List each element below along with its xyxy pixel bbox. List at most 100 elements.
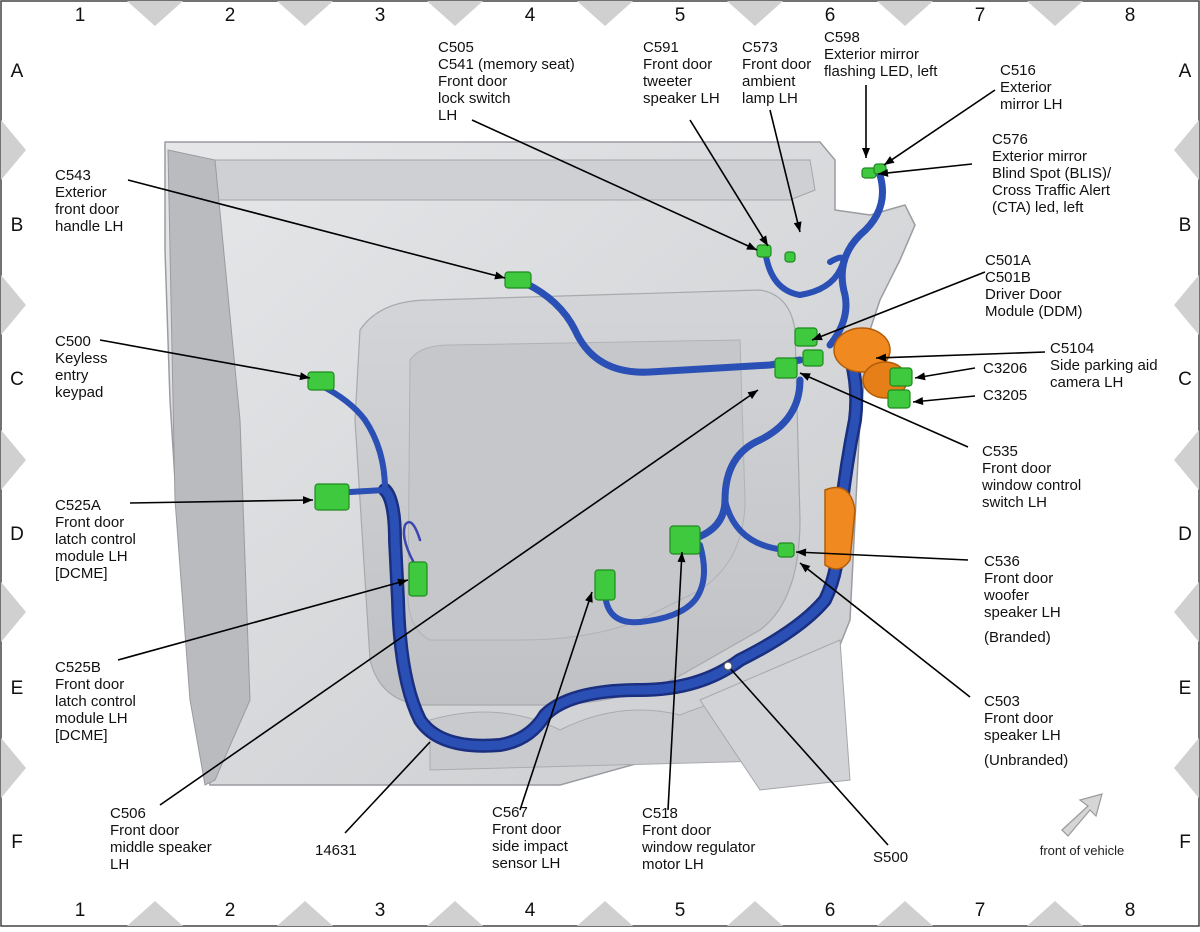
harness-branch-tweeter [762,247,847,298]
callout-c506-line-3: LH [110,856,129,873]
connector-c501b [802,349,824,367]
callout-c500-line-1: Keyless [55,350,108,367]
callout-c505-line-1: C541 (memory seat) [438,56,575,73]
callout-s500-line-0: S500 [873,849,908,866]
callout-c573-line-1: Front door [742,56,811,73]
callout-c598-line-1: Exterior mirror [824,46,919,63]
grid-marker-bottom [1027,901,1083,926]
callout-c5104-line-2: camera LH [1050,374,1123,391]
leader-arrow-c591 [759,235,768,246]
connector-c535 [774,357,798,379]
leader-arrow-c536 [796,548,807,557]
grid-marker-top [127,1,183,26]
harness-branch-upper [521,279,804,376]
grid-marker-top [877,1,933,26]
grid-marker-bottom [427,901,483,926]
grid-row-F-left: F [11,832,23,853]
callout-c518-line-2: window regulator [641,839,755,856]
callout-c525b-line-3: module LH [55,710,128,727]
grid-row-B-right: B [1179,215,1192,236]
leader-s500 [727,665,889,846]
grid-row-A-left: A [11,61,24,82]
callout-c525b-line-1: Front door [55,676,124,693]
front-of-vehicle-label: front of vehicle [1040,843,1125,858]
callout-c567-line-1: Front door [492,821,561,838]
leader-arrow-c505 [746,242,757,250]
callout-c573-line-3: lamp LH [742,90,798,107]
leader-c573 [769,109,801,233]
connector-c505 [756,244,772,258]
grid-column-4-top: 4 [525,5,536,26]
callout-c3206-line-0: C3206 [983,360,1027,377]
leader-arrow-c516 [884,156,895,165]
leader-arrow-c3206 [915,372,926,381]
callout-c591-line-1: Front door [643,56,712,73]
callout-c536-line-1: Front door [984,570,1053,587]
door-illustration [164,141,916,791]
grid-marker-right [1174,120,1199,180]
connector-c3205 [887,389,911,409]
callout-h14631: 14631 [315,842,357,859]
callout-c536-line-0: C536 [984,553,1020,570]
leader-c525b [117,579,409,661]
grid-row-E-right: E [1179,678,1192,699]
callout-c576-line-1: Exterior mirror [992,148,1087,165]
leader-c505 [471,119,758,251]
callout-c535-line-3: switch LH [982,494,1047,511]
grid-marker-bottom [127,901,183,926]
grid-marker-top [277,1,333,26]
callout-c5104-line-1: Side parking aid [1050,357,1158,374]
leader-c591 [689,119,769,247]
callout-h14631-line-0: 14631 [315,842,357,859]
leader-arrow-c501 [812,332,823,341]
callout-c506-line-0: C506 [110,805,146,822]
callout-c516-line-1: Exterior [1000,79,1052,96]
grid-marker-left [1,275,26,335]
grid-row-D-right: D [1178,524,1192,545]
grid-marker-right [1174,738,1199,798]
callout-c3205-line-0: C3205 [983,387,1027,404]
grid-marker-bottom [577,901,633,926]
callout-c503-line-1: Front door [984,710,1053,727]
leader-arrow-c598 [862,148,870,158]
grid-row-B-left: B [11,215,24,236]
harness-branch-woofer [722,497,788,553]
leader-c3206 [914,367,976,379]
callout-c567-line-2: side impact [492,838,569,855]
leader-c543 [127,179,506,279]
grid-marker-top [1027,1,1083,26]
grid-row-C-left: C [10,369,24,390]
leader-arrow-c5104 [876,353,887,362]
grid-column-8-bottom: 8 [1125,900,1136,921]
leader-arrow-c506 [747,390,758,399]
callout-c591-line-0: C591 [643,39,679,56]
callout-s500: S500 [873,849,908,866]
callout-c525b-line-0: C525B [55,659,101,676]
callout-c525a-line-2: latch control [55,531,136,548]
leader-c500 [99,339,311,379]
grid-row-D-left: D [10,524,24,545]
callout-c576-line-2: Blind Spot (BLIS)/ [992,165,1112,182]
grid-marker-top [427,1,483,26]
grid-row-A-right: A [1179,61,1192,82]
callout-c503-line-3: (Unbranded) [984,752,1068,769]
connector-c543 [504,271,532,289]
callout-c505-line-3: lock switch [438,90,511,107]
callout-c518-line-0: C518 [642,805,678,822]
leader-arrow-c573 [793,221,802,232]
harness-branch-center [686,376,804,544]
leader-c567 [519,591,593,811]
grid-column-1-bottom: 1 [75,900,86,921]
callout-c576-line-3: Cross Traffic Alert [992,182,1111,199]
leader-c503 [799,562,971,698]
callout-c576-line-0: C576 [992,131,1028,148]
